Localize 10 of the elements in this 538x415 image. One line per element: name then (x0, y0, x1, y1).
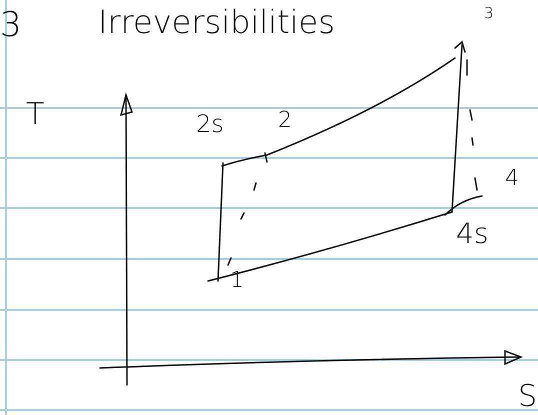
axis-or-state-label: T (26, 100, 44, 130)
axis-or-state-label: 1 (230, 270, 244, 292)
axis-or-state-label: S (518, 382, 538, 412)
axis-or-state-label: 2 (278, 110, 292, 132)
axis-or-state-label: 3 (484, 6, 494, 21)
axis-or-state-label: 2s (196, 112, 224, 136)
axis-or-state-label: 4 (505, 168, 519, 190)
axis-or-state-label: 4s (456, 220, 488, 248)
page-number: 3 (0, 8, 22, 42)
title: Irreversibilities (98, 6, 335, 38)
